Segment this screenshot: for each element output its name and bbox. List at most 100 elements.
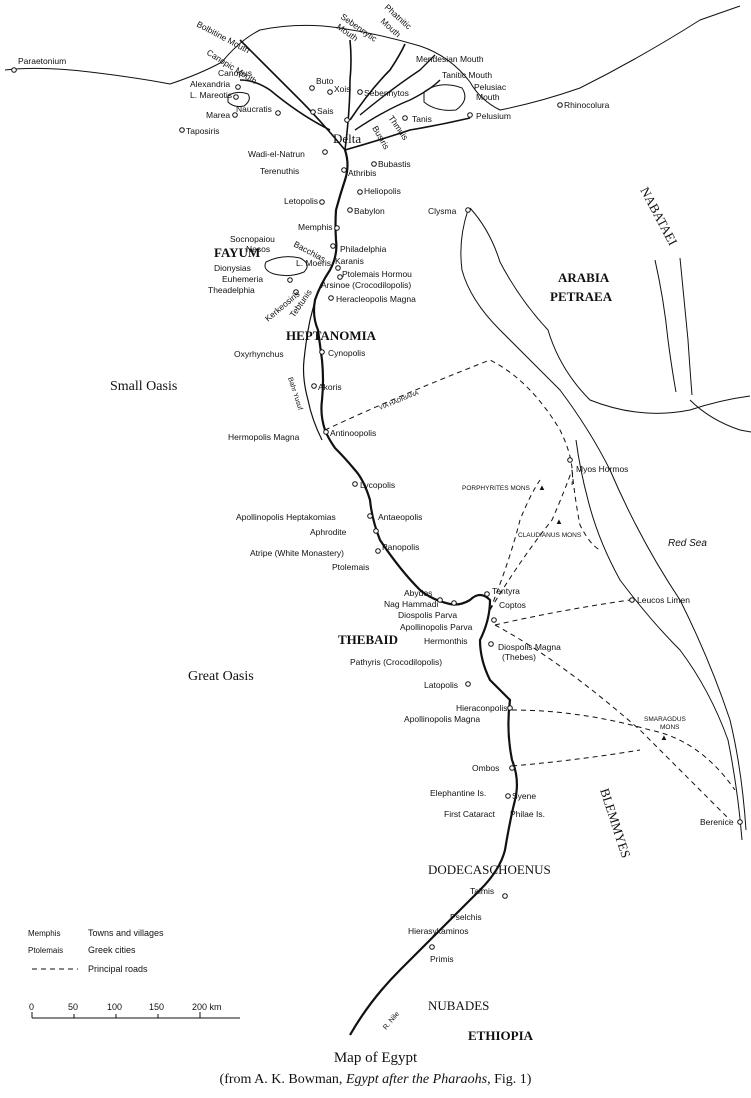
place-philadelphia: Philadelphia xyxy=(340,244,387,254)
place-theadelphia: Theadelphia xyxy=(208,285,255,295)
nile-branch-pelusiac xyxy=(344,117,471,151)
place-aphrodite: Aphrodite xyxy=(310,527,347,537)
place-marker xyxy=(505,793,511,799)
place-marker xyxy=(11,67,17,73)
road-claudianus xyxy=(571,469,601,551)
nile-river xyxy=(239,39,519,1036)
egypt-map: Delta FAYUM HEPTANOMIA THEBAID DODECASCH… xyxy=(4,2,751,1043)
place-leucos-limen: Leucos Limen xyxy=(637,595,690,605)
region-labels: Delta FAYUM HEPTANOMIA THEBAID DODECASCH… xyxy=(110,131,707,1043)
label-r-nile: R. Nile xyxy=(382,1011,401,1032)
place-canopus: Canopus xyxy=(218,68,252,78)
place-marker xyxy=(373,528,379,534)
caption-title: Map of Egypt xyxy=(333,1050,418,1066)
place-ptolemais: Ptolemais xyxy=(332,562,369,572)
region-delta: Delta xyxy=(333,131,361,146)
place-marker xyxy=(275,110,281,116)
scale-labels: 0 50 100 150 200 km xyxy=(29,1002,222,1012)
label-red-sea: Red Sea xyxy=(668,538,707,549)
mountain-smaragdus-2: MONS xyxy=(660,724,680,731)
place-pselchis: Pselchis xyxy=(450,912,482,922)
scale-label-0: 0 xyxy=(29,1002,34,1012)
place-marker xyxy=(233,94,239,100)
region-nubades: NUBADES xyxy=(428,998,489,1013)
place-marker xyxy=(737,819,743,825)
mountain-smaragdus-icon: ▲ xyxy=(660,733,668,742)
place-heracleopolis: Heracleopolis Magna xyxy=(336,294,416,304)
place-marker xyxy=(311,383,317,389)
label-via-hadriana: VIA HADRIANA xyxy=(379,391,420,412)
place-philae: Philae Is. xyxy=(510,809,545,819)
place-marker xyxy=(367,513,373,519)
place-diospolis-magna: Diospolis Magna xyxy=(498,642,561,652)
legend-town-desc: Towns and villages xyxy=(88,928,164,938)
place-thebes: (Thebes) xyxy=(502,652,536,662)
place-euhemeria: Euhemeria xyxy=(222,274,263,284)
place-taposiris: Taposiris xyxy=(186,126,220,136)
label-great-oasis: Great Oasis xyxy=(188,669,254,684)
scale-label-200: 200 km xyxy=(192,1002,222,1012)
mountains: PORPHYRITES MONS ▲ ▲ CLAUDIANUS MONS SMA… xyxy=(462,483,687,742)
place-marea: Marea xyxy=(206,110,230,120)
region-thebaid: THEBAID xyxy=(338,632,398,647)
place-atripe: Atripe (White Monastery) xyxy=(250,548,344,558)
place-marker xyxy=(467,112,473,118)
place-nag-hammadi: Nag Hammadi xyxy=(384,599,438,609)
place-marker xyxy=(179,127,185,133)
road-apollinopolis-berenice xyxy=(511,709,736,791)
region-ethiopia: ETHIOPIA xyxy=(468,1028,534,1043)
scale-label-150: 150 xyxy=(149,1002,164,1012)
place-hierasykaminos: Hierasykaminos xyxy=(408,926,468,936)
place-akoris: Akoris xyxy=(318,382,342,392)
place-marker xyxy=(437,597,443,603)
place-tentyra: Tentyra xyxy=(492,586,520,596)
place-rhinocolura: Rhinocolura xyxy=(564,100,610,110)
place-marker xyxy=(341,167,347,173)
bahr-yusuf xyxy=(302,299,323,441)
place-marker xyxy=(567,457,573,463)
legend-sample-town: Memphis xyxy=(28,929,60,938)
place-marker xyxy=(335,265,341,271)
place-clysma: Clysma xyxy=(428,206,457,216)
mountain-porphyrites-icon: ▲ xyxy=(538,483,546,492)
road-ombos xyxy=(511,749,641,767)
place-sebennytos: Sebennytos xyxy=(364,88,409,98)
place-naucratis: Naucratis xyxy=(236,104,272,114)
place-ombos: Ombos xyxy=(472,763,499,773)
scale-label-50: 50 xyxy=(68,1002,78,1012)
place-babylon: Babylon xyxy=(354,206,385,216)
region-blemmyes: BLEMMYES xyxy=(597,786,634,859)
place-bolbitine-mouth: Bolbitine Mouth xyxy=(195,19,252,55)
place-marker xyxy=(465,681,471,687)
map-legend: Memphis Towns and villages Ptolemais Gre… xyxy=(28,928,164,974)
place-pathyris: Pathyris (Crocodilopolis) xyxy=(350,657,442,667)
place-marker xyxy=(484,591,490,597)
place-hermopolis: Hermopolis Magna xyxy=(228,432,300,442)
region-fayum: FAYUM xyxy=(214,245,260,260)
red-sea-west-coast xyxy=(575,439,743,841)
place-latopolis: Latopolis xyxy=(424,680,458,690)
place-syene: Syene xyxy=(512,791,536,801)
road-coptos-leucos xyxy=(494,599,631,626)
caption-source: (from A. K. Bowman, Egypt after the Phar… xyxy=(0,1072,751,1088)
principal-roads xyxy=(324,359,736,821)
region-arabia: ARABIA xyxy=(558,270,610,285)
sinai-coast xyxy=(689,399,751,433)
place-wadi-natrun: Wadi-el-Natrun xyxy=(248,149,305,159)
nile-branch-sebennytic xyxy=(344,39,352,151)
place-socnopaiou-1: Socnopaiou xyxy=(230,234,275,244)
region-petraea: PETRAEA xyxy=(550,289,613,304)
place-marker xyxy=(328,295,334,301)
road-via-hadriana xyxy=(324,359,573,486)
place-apollinopolis-hept: Apollinopolis Heptakomias xyxy=(236,512,336,522)
place-dionysias: Dionysias xyxy=(214,263,251,273)
place-marker xyxy=(352,481,358,487)
place-marker xyxy=(344,117,350,123)
place-coptos: Coptos xyxy=(499,600,526,610)
mediterranean-coast xyxy=(4,5,741,111)
place-marker xyxy=(375,548,381,554)
lake-mareotis xyxy=(227,91,250,107)
place-marker xyxy=(402,115,408,121)
place-primis: Primis xyxy=(430,954,454,964)
place-marker xyxy=(330,243,336,249)
